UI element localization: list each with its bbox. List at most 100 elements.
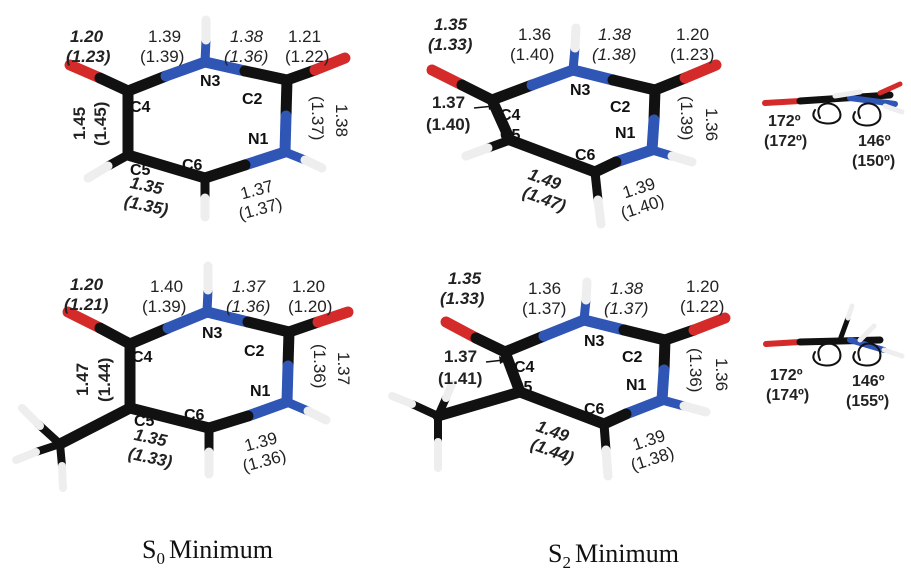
bond-length-c4-o: 1.20 bbox=[70, 27, 104, 46]
bond-length-c4-n3: 1.40 bbox=[150, 277, 183, 296]
bond-length-n3-c2: 1.38 bbox=[230, 27, 264, 46]
angle-2-alt: (150º) bbox=[852, 153, 895, 170]
atom-n3: N3 bbox=[202, 325, 223, 342]
atom-c2: C2 bbox=[244, 343, 265, 360]
bond-length-c2-o-alt: (1.22) bbox=[680, 297, 724, 316]
bond-length-c2-n1-alt: 1.36 bbox=[712, 358, 731, 391]
atom-c2: C2 bbox=[622, 349, 643, 366]
bond-length-c4-o-alt: (1.33) bbox=[428, 35, 473, 54]
atom-n1: N1 bbox=[626, 377, 647, 394]
angle-1: 172º bbox=[768, 113, 801, 130]
atom-n3: N3 bbox=[584, 333, 605, 350]
bond-length-c4-n3-alt: (1.37) bbox=[522, 299, 566, 318]
bond-length-c2-o: 1.20 bbox=[686, 277, 719, 296]
atom-n3: N3 bbox=[570, 82, 591, 99]
angle-2: 146º bbox=[858, 133, 891, 150]
bond-length-c5-c6-alt: (1.35) bbox=[122, 192, 170, 220]
angle-2-alt: (155º) bbox=[846, 393, 889, 410]
atom-c5: C5 bbox=[134, 413, 155, 430]
side-view-thymine-s2 bbox=[763, 303, 905, 367]
bond-length-c4-o-alt: (1.23) bbox=[66, 47, 111, 66]
caption-s2-rest: Minimum bbox=[575, 539, 679, 568]
bond-length-c2-o: 1.20 bbox=[292, 277, 325, 296]
bond-length-c4-c5: 1.47 bbox=[73, 363, 92, 396]
bond-length-c4-o-alt: (1.33) bbox=[440, 289, 485, 308]
side-view-uracil-s2 bbox=[762, 81, 905, 127]
atom-c5: C5 bbox=[512, 379, 533, 396]
bond-length-c4-c5-alt: (1.40) bbox=[426, 115, 470, 134]
caption-s2-sub: 2 bbox=[562, 553, 571, 571]
bond-length-n3-c2-alt: (1.36) bbox=[226, 297, 270, 316]
bond-length-n3-c2-alt: (1.37) bbox=[604, 299, 648, 318]
bond-length-c2-o: 1.20 bbox=[676, 25, 709, 44]
molecule-thymine-s2 bbox=[388, 277, 731, 481]
bond-length-c2-o-alt: (1.22) bbox=[285, 47, 329, 66]
bond-length-c2-n1: (1.37) bbox=[308, 96, 327, 140]
bond-length-c2-n1: (1.36) bbox=[310, 344, 329, 388]
atom-c4: C4 bbox=[500, 107, 521, 124]
bond-length-c4-n3-alt: (1.39) bbox=[140, 47, 184, 66]
bond-length-c2-n1-alt: 1.38 bbox=[332, 104, 351, 137]
bond-length-n3-c2: 1.38 bbox=[598, 25, 632, 44]
atom-c6: C6 bbox=[575, 147, 596, 164]
bond-length-n3-c2: 1.38 bbox=[610, 279, 644, 298]
bond-length-c4-n3-alt: (1.39) bbox=[142, 297, 186, 316]
angle-2: 146º bbox=[852, 373, 885, 390]
angle-1-alt: (172º) bbox=[764, 133, 807, 150]
atom-c6: C6 bbox=[184, 407, 205, 424]
atom-c2: C2 bbox=[242, 91, 263, 108]
molecule-uracil-s0 bbox=[64, 15, 351, 222]
caption-s0-main: S bbox=[142, 535, 156, 564]
bond-length-c5-c6-alt: (1.33) bbox=[126, 444, 174, 472]
bond-length-c4-c5-alt: (1.41) bbox=[438, 369, 482, 388]
bond-length-c4-n3: 1.36 bbox=[518, 25, 551, 44]
angle-1: 172º bbox=[770, 367, 803, 384]
bond-length-c4-c5-alt: (1.45) bbox=[91, 102, 110, 146]
atom-c5: C5 bbox=[130, 162, 151, 179]
bond-length-c2-n1: (1.36) bbox=[686, 348, 705, 392]
arrow-head bbox=[488, 102, 496, 110]
atom-c4: C4 bbox=[132, 349, 153, 366]
atom-n1: N1 bbox=[615, 125, 636, 142]
panel-uracil-s2: C4 N3 C2 N1 C5 C6 1.35 (1.33) 1.36 (1.40… bbox=[426, 15, 905, 229]
atom-n3: N3 bbox=[200, 73, 221, 90]
arrow-head bbox=[499, 356, 507, 364]
caption-s2-main: S bbox=[548, 539, 562, 568]
bond-length-c2-o-alt: (1.20) bbox=[288, 297, 332, 316]
atom-c5: C5 bbox=[500, 127, 521, 144]
atom-c6: C6 bbox=[584, 401, 605, 418]
bond-length-c4-c5: 1.45 bbox=[70, 107, 89, 140]
bond-length-c4-n3: 1.36 bbox=[528, 279, 561, 298]
bond-length-c2-o: 1.21 bbox=[288, 27, 321, 46]
molecule-uracil-s2 bbox=[426, 23, 722, 229]
bond-length-c4-c5-alt: (1.44) bbox=[95, 358, 114, 402]
atom-c4: C4 bbox=[130, 99, 151, 116]
bond-length-c2-n1-alt: 1.36 bbox=[702, 108, 721, 141]
bond-length-n3-c2-alt: (1.36) bbox=[224, 47, 268, 66]
bond-length-c4-o: 1.35 bbox=[434, 15, 468, 34]
caption-s0-sub: 0 bbox=[156, 549, 165, 568]
bond-length-c4-n3: 1.39 bbox=[148, 27, 181, 46]
panel-thymine-s2: C4 N3 C2 N1 C5 C6 1.35 (1.33) 1.36 (1.37… bbox=[388, 269, 905, 481]
bond-length-c2-n1-alt: 1.37 bbox=[334, 352, 353, 385]
bond-length-c4-n3-alt: (1.40) bbox=[510, 45, 554, 64]
molecule-thymine-s0 bbox=[12, 261, 354, 492]
atom-c6: C6 bbox=[182, 157, 203, 174]
bond-length-c4-o-alt: (1.21) bbox=[64, 295, 109, 314]
panel-thymine-s0: C4 N3 C2 N1 C5 C6 1.20 (1.21) 1.40 (1.39… bbox=[12, 261, 354, 492]
bond-length-n3-c2: 1.37 bbox=[232, 277, 266, 296]
bond-length-c4-c5: 1.37 bbox=[432, 93, 465, 112]
bond-length-c2-n1: (1.39) bbox=[677, 96, 696, 140]
angle-1-alt: (174º) bbox=[766, 387, 809, 404]
panel-uracil-s0: C4 N3 C2 N1 C5 C6 1.20 (1.23) 1.39 (1.39… bbox=[64, 15, 351, 224]
bond-length-c2-o-alt: (1.23) bbox=[670, 45, 714, 64]
bond-length-n3-c2-alt: (1.38) bbox=[592, 45, 636, 64]
atom-c2: C2 bbox=[610, 99, 631, 116]
caption-s0-rest: Minimum bbox=[169, 535, 273, 564]
atom-n1: N1 bbox=[248, 131, 269, 148]
atom-c4: C4 bbox=[514, 359, 535, 376]
bond-length-c4-c5: 1.37 bbox=[444, 347, 477, 366]
